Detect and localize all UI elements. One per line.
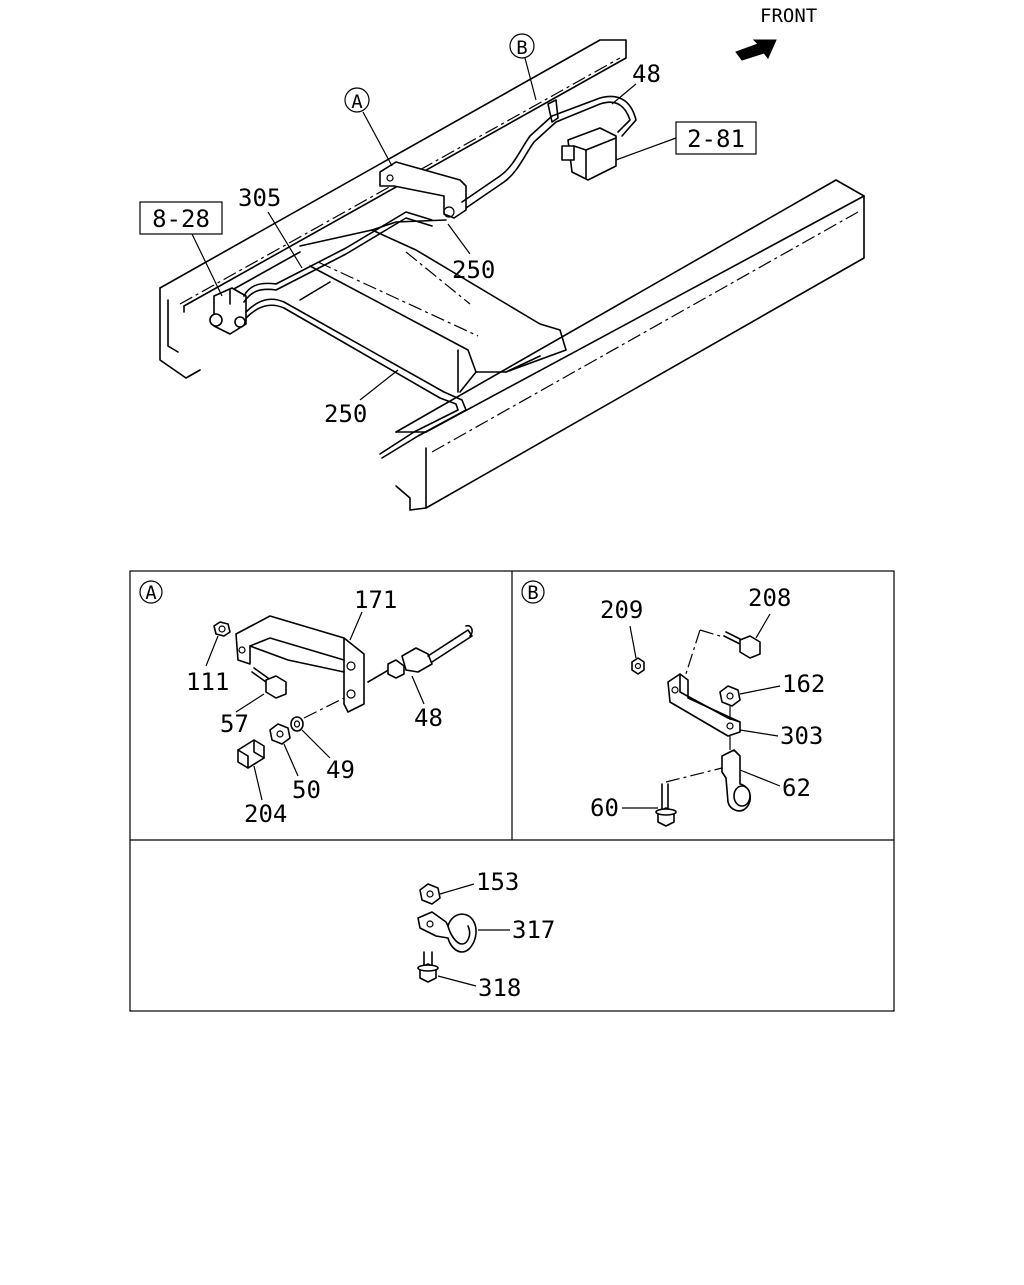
label-49: 49	[301, 729, 355, 784]
bracket-171	[235, 615, 365, 713]
svg-text:8-28: 8-28	[152, 205, 210, 233]
washer-209	[631, 657, 645, 675]
callout-a: A	[344, 87, 393, 167]
svg-text:57: 57	[220, 710, 249, 738]
svg-text:204: 204	[244, 800, 287, 828]
front-indicator: FRONT	[735, 5, 817, 61]
label-60: 60	[590, 794, 658, 822]
svg-text:208: 208	[748, 584, 791, 612]
label-303: 303	[739, 722, 823, 750]
label-62: 62	[739, 769, 811, 802]
washer-49	[290, 697, 345, 732]
clip-b	[547, 99, 559, 123]
ref-box-8-28: 8-28	[139, 201, 223, 297]
nut-153	[419, 883, 441, 905]
bracket-303	[667, 673, 741, 752]
svg-text:62: 62	[782, 774, 811, 802]
svg-text:50: 50	[292, 776, 321, 804]
callout-305: 305	[238, 184, 303, 269]
valve-assembly	[209, 287, 247, 335]
label-204: 204	[244, 765, 287, 828]
svg-text:A: A	[145, 582, 157, 604]
label-209: 209	[600, 596, 643, 659]
label-111: 111	[186, 635, 229, 696]
bolt-318	[417, 951, 439, 983]
callout-250-bottom: 250	[324, 369, 399, 428]
bolt-57	[251, 667, 287, 699]
label-153: 153	[439, 868, 519, 896]
fitting-204	[237, 739, 265, 769]
label-57: 57	[220, 693, 265, 738]
pipe-48	[461, 95, 637, 209]
svg-text:B: B	[516, 37, 527, 59]
callout-48: 48	[611, 60, 661, 105]
svg-text:48: 48	[414, 704, 443, 732]
svg-text:250: 250	[452, 256, 495, 284]
ref-box-2-81: 2-81	[615, 121, 757, 161]
nut-111	[213, 621, 231, 637]
svg-text:318: 318	[478, 974, 521, 1002]
bolt-208	[683, 629, 761, 681]
right-frame-rail	[395, 179, 865, 511]
svg-text:250: 250	[324, 400, 367, 428]
label-48-detail: 48	[411, 675, 443, 732]
clip-62	[665, 749, 752, 812]
callout-250-top: 250	[447, 223, 495, 284]
svg-text:153: 153	[476, 868, 519, 896]
svg-text:2-81: 2-81	[687, 125, 745, 153]
pipe-250	[245, 298, 467, 459]
nut-50	[269, 723, 291, 745]
label-50: 50	[283, 743, 321, 804]
detail-c: 153 317 318	[417, 868, 555, 1002]
svg-text:B: B	[527, 582, 538, 604]
svg-text:49: 49	[326, 756, 355, 784]
detail-a: A	[139, 580, 473, 828]
svg-text:162: 162	[782, 670, 825, 698]
detail-a-marker	[139, 580, 163, 604]
label-318: 318	[437, 974, 521, 1002]
svg-text:60: 60	[590, 794, 619, 822]
sensor-module	[561, 127, 617, 181]
main-assembly: A B 48 305 250 250 2-81	[139, 33, 865, 511]
svg-text:A: A	[351, 91, 363, 113]
pipe-305	[243, 211, 433, 303]
fitting-48	[367, 624, 473, 683]
clamp-317	[417, 911, 477, 953]
detail-panels	[129, 570, 895, 1012]
svg-text:171: 171	[354, 586, 397, 614]
svg-text:48: 48	[632, 60, 661, 88]
svg-text:111: 111	[186, 668, 229, 696]
front-arrow-icon	[735, 39, 777, 61]
callout-b: B	[509, 33, 537, 101]
front-label: FRONT	[760, 5, 817, 27]
label-171: 171	[349, 586, 397, 641]
label-208: 208	[748, 584, 791, 639]
label-162: 162	[739, 670, 825, 698]
svg-text:317: 317	[512, 916, 555, 944]
bracket-a	[379, 161, 467, 219]
svg-text:305: 305	[238, 184, 281, 212]
svg-text:303: 303	[780, 722, 823, 750]
bolt-60	[655, 783, 677, 827]
detail-b: B	[521, 580, 825, 827]
detail-b-marker	[521, 580, 545, 604]
svg-text:209: 209	[600, 596, 643, 624]
nut-162	[719, 685, 741, 707]
label-317: 317	[478, 916, 555, 944]
